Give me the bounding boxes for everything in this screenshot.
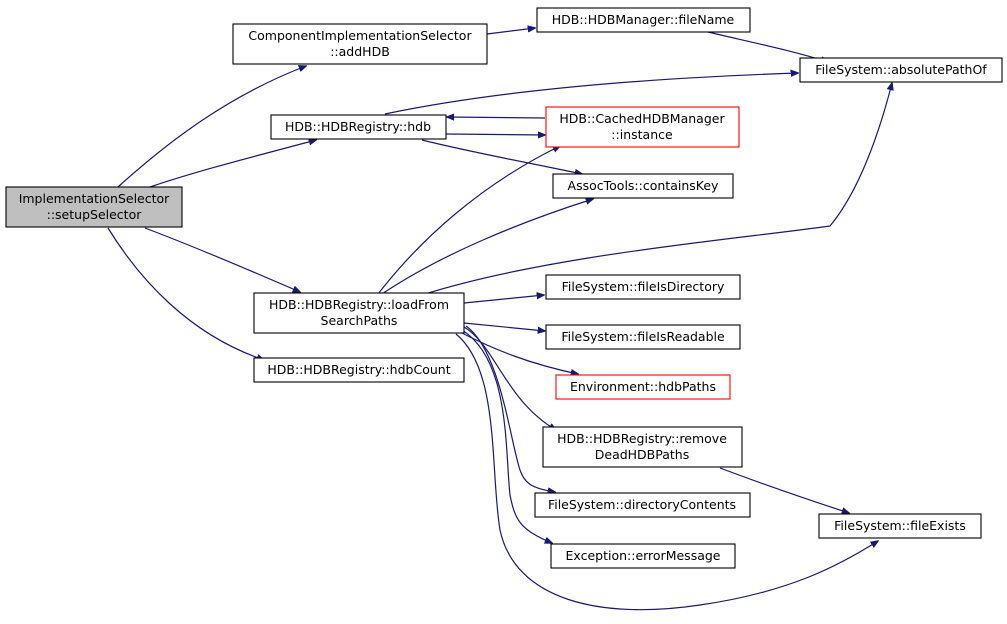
- edge-root-to-hdbCount: [107, 227, 264, 360]
- node-implementation-selector-setup-selector[interactable]: ImplementationSelector ::setupSelector: [5, 186, 183, 228]
- node-file-system-file-exists[interactable]: FileSystem::fileExists: [818, 513, 982, 539]
- edge-hdb-to-cachedInstance: [445, 134, 545, 135]
- node-hdb-manager-file-name[interactable]: HDB::HDBManager::fileName: [536, 7, 751, 33]
- node-file-system-directory-contents[interactable]: FileSystem::directoryContents: [534, 492, 751, 518]
- node-hdb-registry-hdb[interactable]: HDB::HDBRegistry::hdb: [270, 114, 447, 140]
- edges: [107, 28, 892, 611]
- node-hdb-registry-load-from-search-paths[interactable]: HDB::HDBRegistry::loadFrom SearchPaths: [253, 292, 465, 334]
- node-label: FileSystem::fileIsReadable: [561, 329, 725, 344]
- node-label: HDB::HDBManager::fileName: [552, 12, 735, 27]
- edge-load-to-errorMessage: [461, 329, 552, 543]
- edge-hdb-to-absolutePathOf: [384, 73, 798, 115]
- node-label-line2: ::instance: [611, 127, 673, 142]
- node-cached-hdb-manager-instance[interactable]: HDB::CachedHDBManager ::instance: [545, 106, 740, 148]
- edge-cachedInstance-to-hdb: [447, 117, 546, 118]
- node-label-line1: HDB::HDBRegistry::loadFrom: [269, 297, 449, 312]
- edge-root-to-loadFromSearchPaths: [144, 227, 300, 292]
- node-label: FileSystem::fileExists: [834, 518, 966, 533]
- node-label: AssocTools::containsKey: [568, 178, 719, 193]
- edge-load-to-absolutePathOf: [424, 83, 892, 295]
- node-label: FileSystem::fileIsDirectory: [562, 279, 725, 294]
- node-label-line1: ComponentImplementationSelector: [248, 28, 472, 43]
- node-label: Exception::errorMessage: [566, 548, 721, 563]
- node-label-line1: HDB::CachedHDBManager: [559, 111, 725, 126]
- edge-load-to-removeDeadHDBPaths: [463, 326, 556, 430]
- edge-hdb-to-containsKey: [421, 139, 582, 174]
- node-label-line1: HDB::HDBRegistry::remove: [557, 431, 727, 446]
- edge-load-to-fileIsDirectory: [463, 295, 544, 304]
- edge-root-to-hdb: [149, 140, 316, 188]
- node-label-line1: ImplementationSelector: [19, 191, 170, 206]
- node-label-line2: SearchPaths: [321, 313, 398, 328]
- node-component-implementation-selector-add-hdb[interactable]: ComponentImplementationSelector ::addHDB: [232, 23, 488, 65]
- node-environment-hdb-paths[interactable]: Environment::hdbPaths: [555, 374, 731, 400]
- edge-addHDB-to-fileName: [486, 28, 535, 35]
- node-file-system-file-is-directory[interactable]: FileSystem::fileIsDirectory: [545, 274, 741, 300]
- node-assoc-tools-contains-key[interactable]: AssocTools::containsKey: [552, 173, 734, 199]
- edge-load-to-containsKey: [381, 199, 593, 295]
- node-file-system-absolute-path-of[interactable]: FileSystem::absolutePathOf: [799, 57, 1003, 83]
- node-label: Environment::hdbPaths: [570, 379, 716, 394]
- edge-load-to-fileIsReadable: [463, 322, 545, 331]
- edge-removeDead-to-fileExists: [719, 467, 849, 513]
- node-hdb-registry-remove-dead-hdb-paths[interactable]: HDB::HDBRegistry::remove DeadHDBPaths: [542, 426, 743, 468]
- edge-load-to-directoryContents: [465, 325, 555, 492]
- node-label: HDB::HDBRegistry::hdb: [285, 119, 431, 134]
- edge-root-to-addHDB: [117, 66, 306, 188]
- edge-load-to-cachedInstance: [377, 146, 560, 295]
- node-label-line2: ::setupSelector: [47, 207, 143, 222]
- node-label: HDB::HDBRegistry::hdbCount: [267, 362, 450, 377]
- node-hdb-registry-hdb-count[interactable]: HDB::HDBRegistry::hdbCount: [253, 357, 465, 383]
- node-exception-error-message[interactable]: Exception::errorMessage: [550, 543, 736, 569]
- node-label: FileSystem::directoryContents: [548, 497, 736, 512]
- node-label: FileSystem::absolutePathOf: [815, 62, 987, 77]
- node-label-line2: ::addHDB: [330, 44, 390, 59]
- node-label-line2: DeadHDBPaths: [595, 447, 689, 462]
- node-file-system-file-is-readable[interactable]: FileSystem::fileIsReadable: [545, 324, 741, 350]
- edge-load-to-fileExists: [455, 333, 878, 611]
